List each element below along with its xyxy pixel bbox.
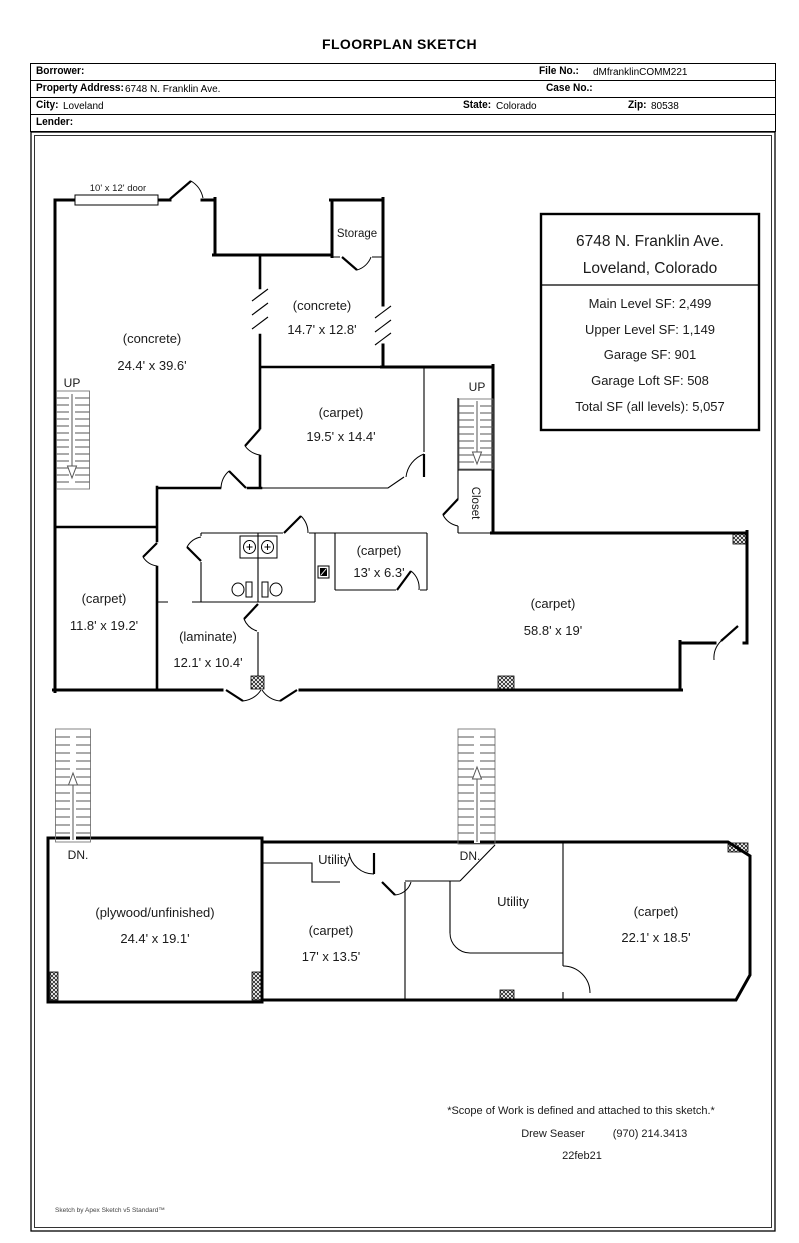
file-no-value: dMfranklinCOMM221	[593, 66, 688, 78]
info-upper-level-sf: Upper Level SF: 1,149	[585, 322, 715, 337]
info-address-line1: 6748 N. Franklin Ave.	[576, 233, 724, 250]
info-main-level-sf: Main Level SF: 2,499	[589, 296, 712, 311]
lower-plan-partition-walls	[262, 842, 564, 1000]
utility-label-1: Utility	[318, 852, 350, 867]
room-plywood-surface: (plywood/unfinished)	[95, 905, 214, 920]
room-carpet1-dims: 19.5' x 14.4'	[306, 429, 375, 444]
toilet-tank	[261, 581, 269, 598]
hatched-posts	[49, 533, 749, 1001]
room-carpet6-dims: 22.1' x 18.5'	[621, 930, 690, 945]
room-laminate-surface: (laminate)	[179, 629, 237, 644]
sink-counter	[239, 535, 278, 559]
toilet-icon	[269, 582, 283, 597]
contact-phone: (970) 214.3413	[613, 1128, 688, 1140]
toilet-icon	[231, 582, 245, 597]
down-label-2: DN.	[460, 849, 481, 863]
contact-name: Drew Seaser	[521, 1128, 585, 1140]
room-concrete2-surface: (concrete)	[293, 298, 352, 313]
header-row-property: Property Address: 6748 N. Franklin Ave. …	[31, 81, 775, 98]
toilet-tank	[245, 581, 253, 598]
stairs-lower-right	[457, 728, 496, 845]
bathroom-fixtures	[231, 535, 330, 598]
storage-label: Storage	[337, 228, 377, 240]
room-carpet4-surface: (carpet)	[531, 596, 576, 611]
room-carpet1-surface: (carpet)	[319, 405, 364, 420]
property-address-label: Property Address:	[36, 82, 124, 94]
room-carpet5-dims: 17' x 13.5'	[302, 949, 360, 964]
case-no-label: Case No.:	[546, 82, 593, 94]
up-label-2: UP	[469, 380, 486, 394]
room-carpet2-dims: 13' x 6.3'	[353, 565, 404, 580]
utility-label-2: Utility	[497, 894, 529, 909]
page-title: FLOORPLAN SKETCH	[322, 36, 477, 52]
sketch-border-inner	[34, 135, 772, 1228]
lower-plan-doors	[348, 852, 591, 994]
property-address-value: 6748 N. Franklin Ave.	[125, 83, 221, 95]
header-form: Borrower: File No.: dMfranklinCOMM221 Pr…	[30, 63, 776, 132]
info-address-line2: Loveland, Colorado	[583, 260, 717, 277]
info-garage-loft-sf: Garage Loft SF: 508	[591, 373, 709, 388]
wall-opening-symbols	[251, 288, 392, 346]
room-carpet5-surface: (carpet)	[309, 923, 354, 938]
stairs-main-right	[458, 398, 494, 470]
utility-fixture-icon	[317, 565, 330, 579]
main-level-partition-walls	[157, 256, 493, 676]
room-concrete2-dims: 14.7' x 12.8'	[287, 322, 356, 337]
file-no-label: File No.:	[539, 65, 579, 77]
info-box: 6748 N. Franklin Ave. Loveland, Colorado…	[539, 212, 761, 432]
stairs-lower-left	[55, 728, 91, 843]
room-laminate-dims: 12.1' x 10.4'	[173, 655, 242, 670]
sink-icon	[261, 540, 274, 554]
lender-label: Lender:	[36, 116, 74, 128]
sketch-date: 22feb21	[562, 1150, 602, 1162]
room-carpet3-dims: 11.8' x 19.2'	[70, 618, 138, 633]
footer-notes: *Scope of Work is defined and attached t…	[55, 1105, 716, 1214]
room-garage-surface: (concrete)	[123, 331, 182, 346]
room-plywood-dims: 24.4' x 19.1'	[120, 931, 189, 946]
main-level-doors	[142, 180, 739, 702]
up-label-1: UP	[64, 376, 81, 390]
borrower-label: Borrower:	[36, 65, 85, 77]
info-total-sf: Total SF (all levels): 5,057	[575, 399, 725, 414]
room-carpet6-surface: (carpet)	[634, 904, 679, 919]
sketch-border-outer	[30, 131, 776, 1232]
state-label: State:	[463, 99, 492, 111]
main-level-interior-walls	[53, 253, 385, 692]
header-row-lender: Lender:	[31, 115, 775, 131]
down-label-1: DN.	[68, 848, 89, 862]
lower-plan-exterior-walls	[46, 836, 752, 1004]
garage-door-label: 10' x 12' door	[90, 183, 146, 194]
room-carpet4-dims: 58.8' x 19'	[524, 623, 582, 638]
app-credit: Sketch by Apex Sketch v5 Standard™	[55, 1207, 165, 1214]
header-row-city: City: Loveland State: Colorado Zip: 8053…	[31, 98, 775, 115]
state-value: Colorado	[496, 100, 537, 112]
room-carpet2-surface: (carpet)	[357, 543, 402, 558]
zip-value: 80538	[651, 100, 679, 112]
city-value: Loveland	[63, 100, 104, 112]
garage-overhead-door	[74, 194, 159, 206]
header-row-borrower: Borrower: File No.: dMfranklinCOMM221	[31, 64, 775, 81]
closet-label: Closet	[469, 487, 481, 520]
stairs-main-left	[56, 390, 90, 490]
zip-label: Zip:	[628, 99, 647, 111]
room-garage-dims: 24.4' x 39.6'	[117, 358, 186, 373]
info-garage-sf: Garage SF: 901	[604, 347, 697, 362]
sink-icon	[243, 540, 256, 554]
room-labels: 10' x 12' door (concrete) 24.4' x 39.6' …	[64, 183, 691, 964]
city-label: City:	[36, 99, 59, 111]
room-carpet3-surface: (carpet)	[82, 591, 127, 606]
scope-note: *Scope of Work is defined and attached t…	[447, 1105, 715, 1117]
